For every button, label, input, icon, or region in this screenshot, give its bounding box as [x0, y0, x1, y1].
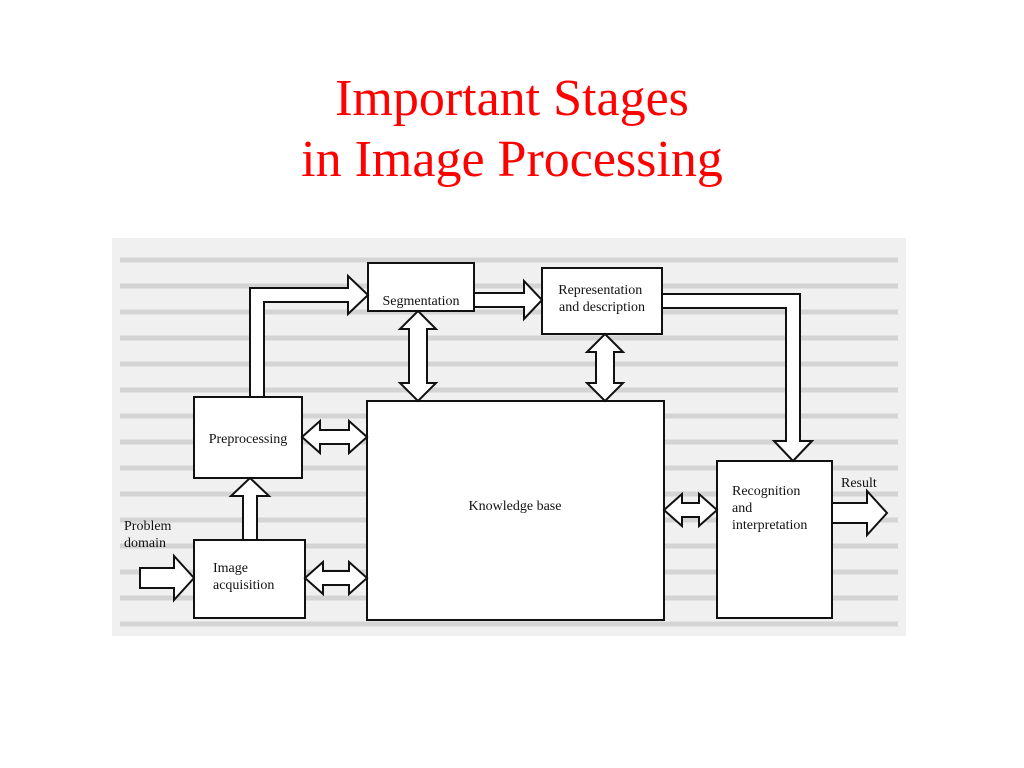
knowledge-base-box: [366, 400, 665, 621]
arrow-segmentation-to-representation: [473, 278, 544, 322]
title-line-2: in Image Processing: [301, 131, 723, 188]
arrow-acquisition-to-preprocessing: [228, 476, 272, 541]
arrow-representation-to-recognition: [661, 293, 815, 463]
representation-label: Representation and description: [558, 283, 645, 315]
stages-diagram: Segmentation Representation and descript…: [112, 238, 906, 636]
slide-title: Important Stages in Image Processing: [0, 68, 1024, 190]
representation-box: [541, 267, 663, 335]
acquisition-label: Image acquisition: [213, 561, 274, 593]
arrow-preprocessing-to-segmentation: [249, 273, 370, 398]
segmentation-box: [367, 262, 475, 312]
double-arrow-representation-knowledge: [584, 332, 626, 403]
title-line-1: Important Stages: [335, 70, 689, 127]
acquisition-box: [193, 539, 306, 619]
recognition-label: Recognition and interpretation: [732, 484, 807, 533]
double-arrow-preprocessing-knowledge: [300, 418, 369, 456]
problem-domain-label: Problem domain: [124, 519, 175, 551]
preprocessing-label: Preprocessing: [209, 432, 288, 447]
diagram-svg: Segmentation Representation and descript…: [112, 238, 906, 636]
double-arrow-knowledge-recognition: [662, 491, 719, 529]
arrow-to-result: [831, 488, 889, 538]
recognition-box: [716, 460, 833, 619]
double-arrow-acquisition-knowledge: [303, 559, 369, 597]
result-label: Result: [841, 476, 877, 491]
segmentation-label: Segmentation: [383, 294, 460, 309]
arrow-problem-domain-input: [139, 553, 196, 603]
double-arrow-segmentation-knowledge: [397, 309, 439, 403]
knowledge-base-label: Knowledge base: [469, 499, 562, 514]
